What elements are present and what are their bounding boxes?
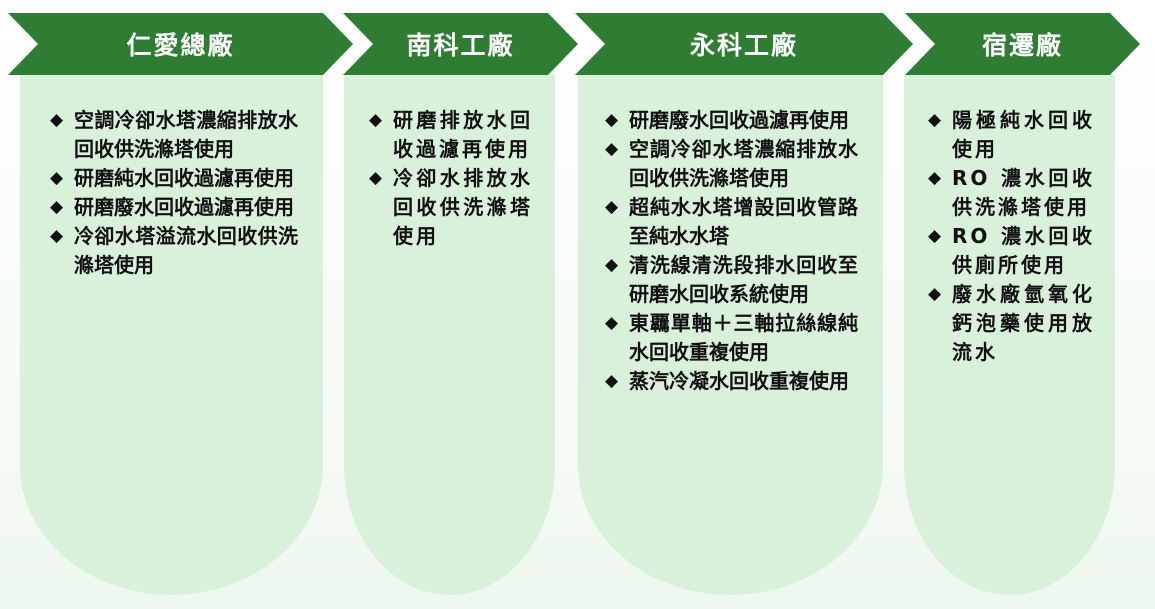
chevron-shape: [343, 13, 578, 75]
column-panel: 陽極純水回收使用 RO 濃水回收供洗滌塔使用 RO 濃水回收供廁所使用 廢水廠氫…: [904, 75, 1115, 595]
header-chevron: 仁愛總廠: [8, 13, 353, 75]
item-list: 陽極純水回收使用 RO 濃水回收供洗滌塔使用 RO 濃水回收供廁所使用 廢水廠氫…: [928, 106, 1095, 367]
header-chevron: 宿遷廠: [905, 13, 1140, 75]
list-item: 蒸汽冷凝水回收重複使用: [605, 367, 858, 396]
list-item: 超純水水塔增設回收管路至純水水塔: [605, 193, 858, 251]
list-item: RO 濃水回收供洗滌塔使用: [928, 164, 1095, 222]
column-panel: 空調冷卻水塔濃縮排放水回收供洗滌塔使用 研磨純水回收過濾再使用 研磨廢水回收過濾…: [20, 75, 323, 595]
list-item: RO 濃水回收供廁所使用: [928, 222, 1095, 280]
list-item: 研磨純水回收過濾再使用: [50, 164, 298, 193]
list-item: 空調冷卻水塔濃縮排放水回收供洗滌塔使用: [605, 135, 858, 193]
column-title: 永科工廠: [689, 31, 798, 60]
column-title: 仁愛總廠: [126, 31, 235, 60]
list-item: 研磨廢水回收過濾再使用: [50, 193, 298, 222]
list-item: 研磨廢水回收過濾再使用: [605, 106, 858, 135]
header-chevron: 永科工廠: [575, 13, 913, 75]
column-panel: 研磨排放水回收過濾再使用 冷卻水排放水回收供洗滌塔使用: [344, 75, 555, 595]
column-title: 宿遷廠: [981, 31, 1063, 60]
header-chevron: 南科工廠: [343, 13, 578, 75]
list-item: 廢水廠氫氧化鈣泡藥使用放流水: [928, 280, 1095, 367]
chevron-shape: [575, 13, 913, 75]
item-list: 空調冷卻水塔濃縮排放水回收供洗滌塔使用 研磨純水回收過濾再使用 研磨廢水回收過濾…: [50, 106, 298, 280]
item-list: 研磨排放水回收過濾再使用 冷卻水排放水回收供洗滌塔使用: [369, 106, 533, 251]
list-item: 清洗線清洗段排水回收至研磨水回收系統使用: [605, 251, 858, 309]
chevron-shape: [905, 13, 1140, 75]
list-item: 冷卻水塔溢流水回收供洗滌塔使用: [50, 222, 298, 280]
chevron-shape: [8, 13, 353, 75]
column-title: 南科工廠: [406, 31, 515, 60]
list-item: 陽極純水回收使用: [928, 106, 1095, 164]
list-item: 空調冷卻水塔濃縮排放水回收供洗滌塔使用: [50, 106, 298, 164]
item-list: 研磨廢水回收過濾再使用 空調冷卻水塔濃縮排放水回收供洗滌塔使用 超純水水塔增設回…: [605, 106, 858, 396]
list-item: 研磨排放水回收過濾再使用: [369, 106, 533, 164]
list-item: 冷卻水排放水回收供洗滌塔使用: [369, 164, 533, 251]
list-item: 東覊單軸＋三軸拉絲線純水回收重複使用: [605, 309, 858, 367]
column-panel: 研磨廢水回收過濾再使用 空調冷卻水塔濃縮排放水回收供洗滌塔使用 超純水水塔增設回…: [578, 75, 883, 595]
